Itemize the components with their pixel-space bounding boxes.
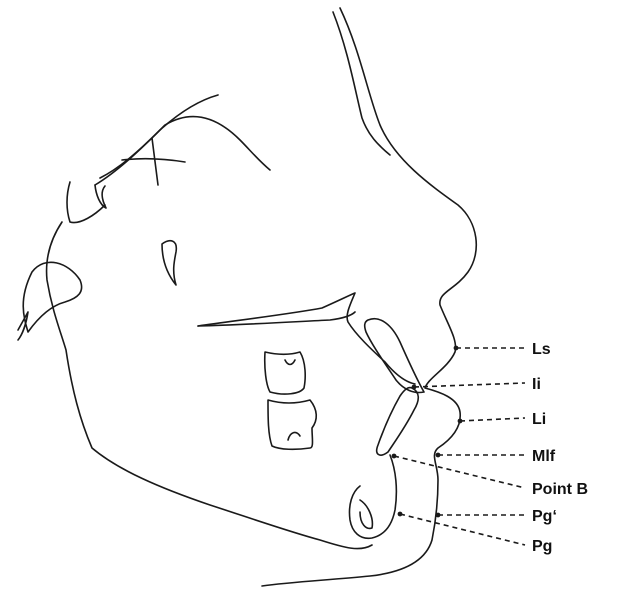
ear-outline: [23, 262, 81, 332]
label-mlf: Mlf: [532, 448, 556, 465]
label-point-b: Point B: [532, 481, 588, 498]
label-ls: Ls: [532, 341, 551, 358]
lower-incisor: [377, 387, 419, 455]
palatal-plane: [198, 293, 415, 384]
orbit-marker: [162, 241, 176, 285]
vertebra-notch: [285, 360, 295, 365]
leader-ii: [414, 383, 525, 387]
palatal-plane-lower: [198, 312, 355, 326]
landmark-dot-ls: [454, 346, 459, 351]
label-ii: Ii: [532, 376, 541, 393]
mandible-outline: [47, 222, 372, 549]
leader-point-b: [394, 456, 525, 488]
landmark-dot-point-b: [392, 454, 397, 459]
landmark-dot-pg: [398, 512, 403, 517]
landmark-dot-li: [458, 419, 463, 424]
label-pg: Pg: [532, 538, 552, 555]
leader-li: [460, 418, 525, 421]
supraorbital-contour: [100, 95, 218, 178]
label-li: Li: [532, 411, 546, 428]
frontal-contour: [95, 117, 270, 185]
soft-tissue-profile: [262, 8, 476, 586]
cross-mark: [122, 138, 185, 185]
landmark-dot-ii: [412, 385, 417, 390]
upper-incisor: [365, 319, 424, 393]
vertebra-notch-lower: [288, 433, 300, 440]
symphysis-inner: [360, 500, 372, 528]
nasal-bone-outline: [333, 12, 390, 155]
vertebra-lower: [268, 400, 316, 449]
label-pg-soft: Pg‘: [532, 508, 557, 525]
leader-pg: [400, 514, 525, 545]
landmark-dot-mlf: [436, 453, 441, 458]
vertebra-upper: [265, 352, 305, 394]
landmark-dot-pg-soft: [436, 513, 441, 518]
posterior-cranium: [67, 182, 105, 223]
